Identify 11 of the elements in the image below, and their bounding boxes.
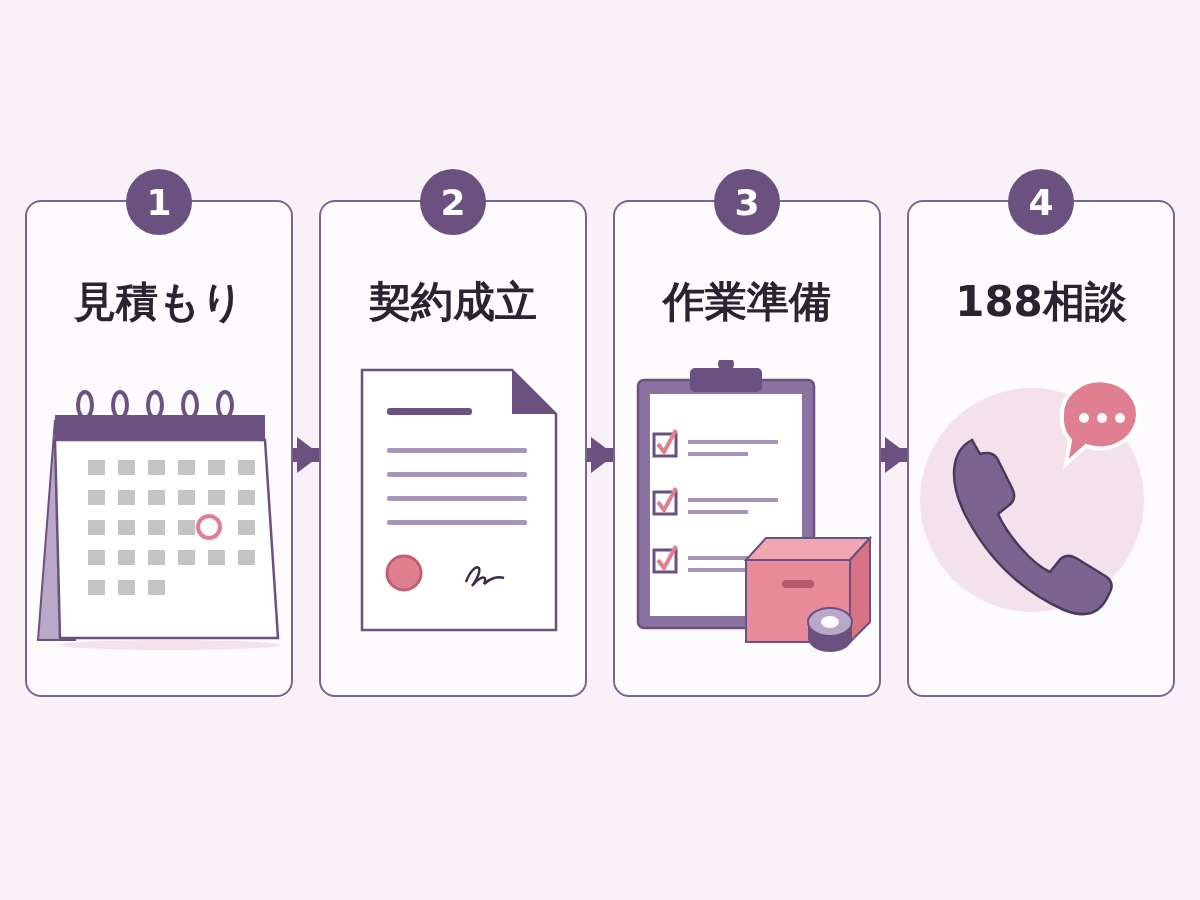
step-number: 2 — [420, 169, 486, 235]
arrow — [293, 437, 321, 473]
step-title: 作業準備 — [661, 276, 832, 328]
step-number: 3 — [714, 169, 780, 235]
step-title: 見積もり — [73, 276, 245, 328]
arrow — [587, 437, 615, 473]
step-title: 188相談 — [954, 276, 1128, 328]
arrow — [881, 437, 909, 473]
step-title: 契約成立 — [368, 276, 538, 328]
step-number: 4 — [1008, 169, 1074, 235]
step-number: 1 — [126, 169, 192, 235]
